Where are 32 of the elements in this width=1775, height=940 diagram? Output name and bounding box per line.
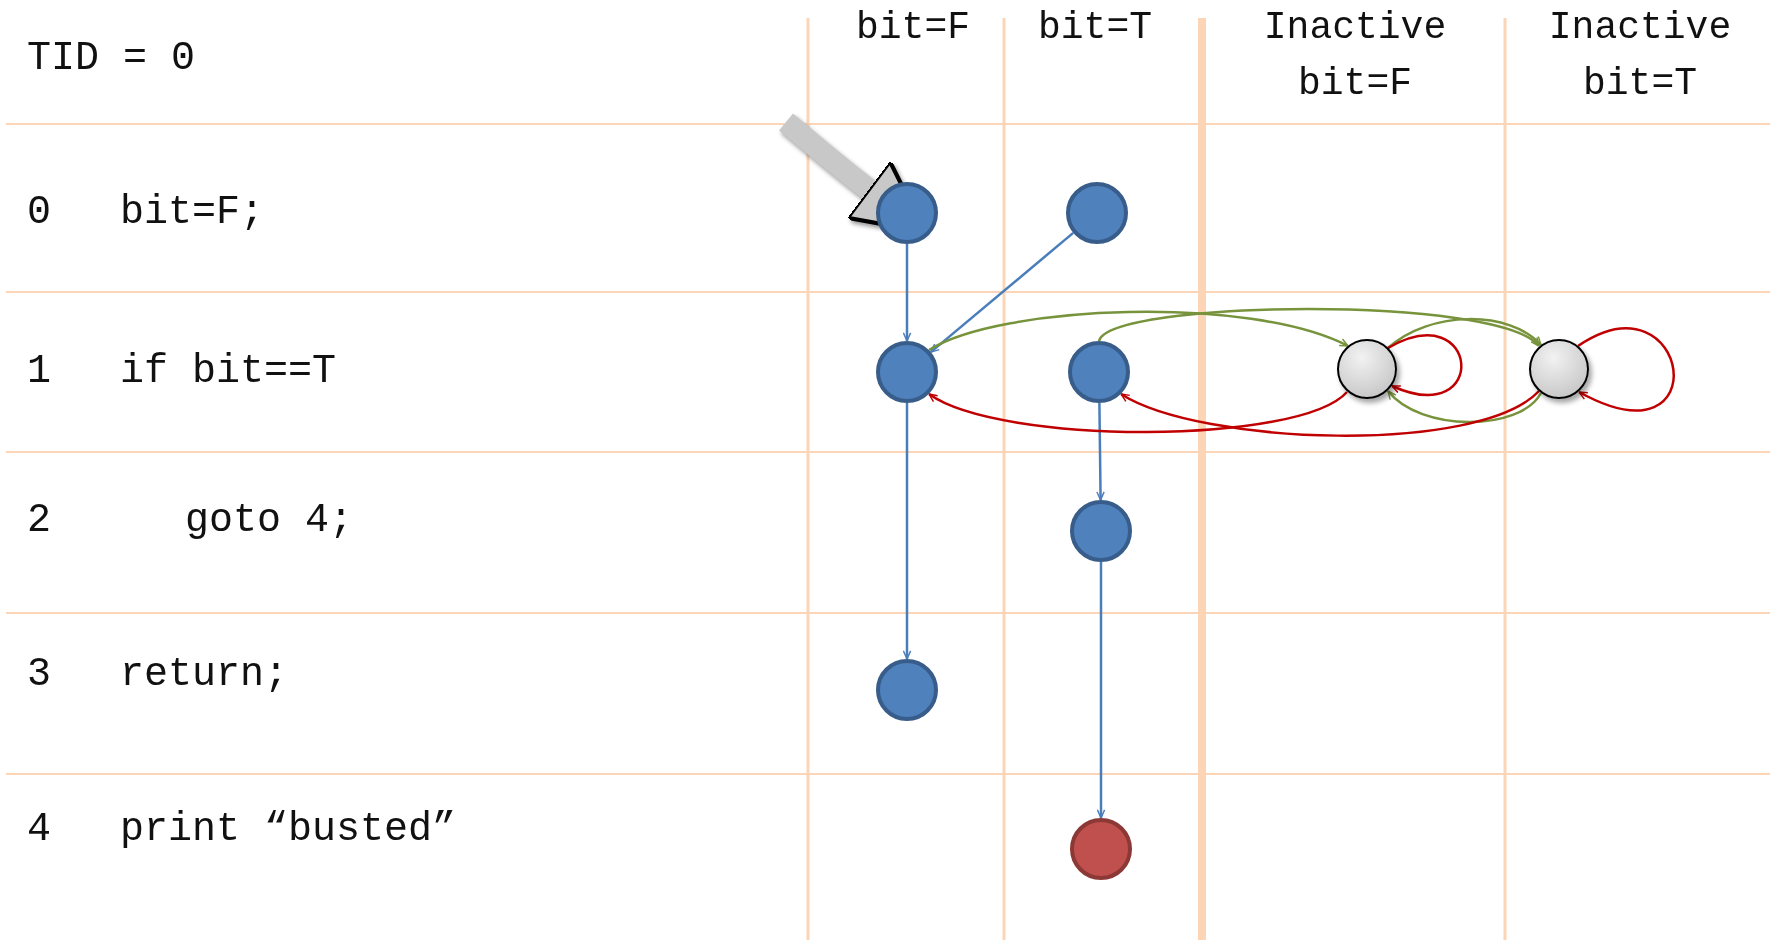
column-header: bit=T <box>1037 5 1153 51</box>
code-line: if bit==T <box>120 349 337 395</box>
loop-arrow <box>1387 334 1463 396</box>
line-number: 3 <box>27 652 51 698</box>
code-line: print “busted” <box>120 807 457 853</box>
state-circle <box>876 341 938 403</box>
state-circle <box>876 182 938 244</box>
arrow <box>1096 562 1106 819</box>
arrow <box>1096 403 1105 501</box>
column-header: bit=F <box>855 5 971 51</box>
code-line: return; <box>120 652 289 698</box>
arrow <box>928 310 1349 352</box>
line-number: 2 <box>27 498 51 544</box>
code-line: bit=F; <box>120 190 265 236</box>
arrow <box>902 403 912 660</box>
column-header: Inactive bit=T <box>1547 5 1733 107</box>
inactive-state-circle <box>1529 339 1589 399</box>
loop-arrow <box>1577 327 1675 412</box>
line-number: 4 <box>27 807 51 853</box>
column-header: Inactive bit=F <box>1262 5 1448 107</box>
code-line: goto 4; <box>185 498 354 544</box>
arrow <box>1120 390 1540 437</box>
arrow <box>1387 317 1542 349</box>
arrow <box>1098 307 1540 348</box>
heading: TID = 0 <box>27 36 196 82</box>
line-number: 0 <box>27 190 51 236</box>
line-number: 1 <box>27 349 51 395</box>
inactive-state-circle <box>1337 339 1397 399</box>
arrow <box>928 391 1348 434</box>
arrow <box>929 231 1075 354</box>
arrow <box>1387 390 1542 424</box>
arrow <box>902 244 912 342</box>
